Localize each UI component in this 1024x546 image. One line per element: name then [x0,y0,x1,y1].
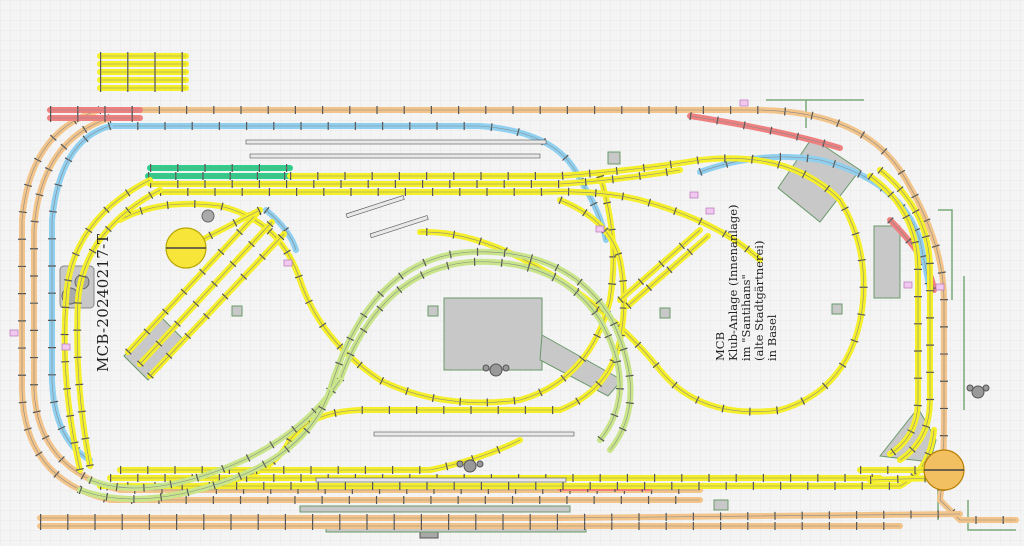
track-centerline [160,191,761,261]
track-centerline [149,233,285,377]
track-centerline [627,235,709,307]
track-centerline [329,251,631,451]
track-centerline [689,115,841,149]
track-centerline [879,169,931,461]
track-centerline [339,261,621,441]
turntable-left[interactable] [165,227,207,269]
track-centerline [619,229,701,301]
track-centerline [139,221,273,365]
tracks[interactable] [18,52,1019,530]
track-centerline [869,175,919,455]
track-centerline [150,169,681,185]
track-centerline [79,389,331,500]
crane-icon [456,363,990,473]
track-centerline [89,379,341,489]
track-centerline [51,125,111,461]
signal-marker-icon [9,99,945,351]
track-centerline [127,209,261,353]
plan-description: MCB Klub-Anlage (Innenanlage) im "Santih… [713,205,779,362]
description-line: in Basel [765,314,779,361]
building-right [873,225,901,299]
turntable-right[interactable] [923,449,965,491]
track-centerline [76,189,161,467]
track-centerline [64,179,151,471]
track-centerline [869,477,937,481]
track-centerline [21,109,700,501]
track-centerline [119,175,614,403]
building-central [443,297,543,371]
track-centerline [120,439,521,471]
plan-title: MCB-20240217-T [94,233,112,372]
track-centerline [33,117,700,491]
track-centerline [40,513,961,519]
train-icon [245,139,575,483]
track-centerline [265,209,297,251]
